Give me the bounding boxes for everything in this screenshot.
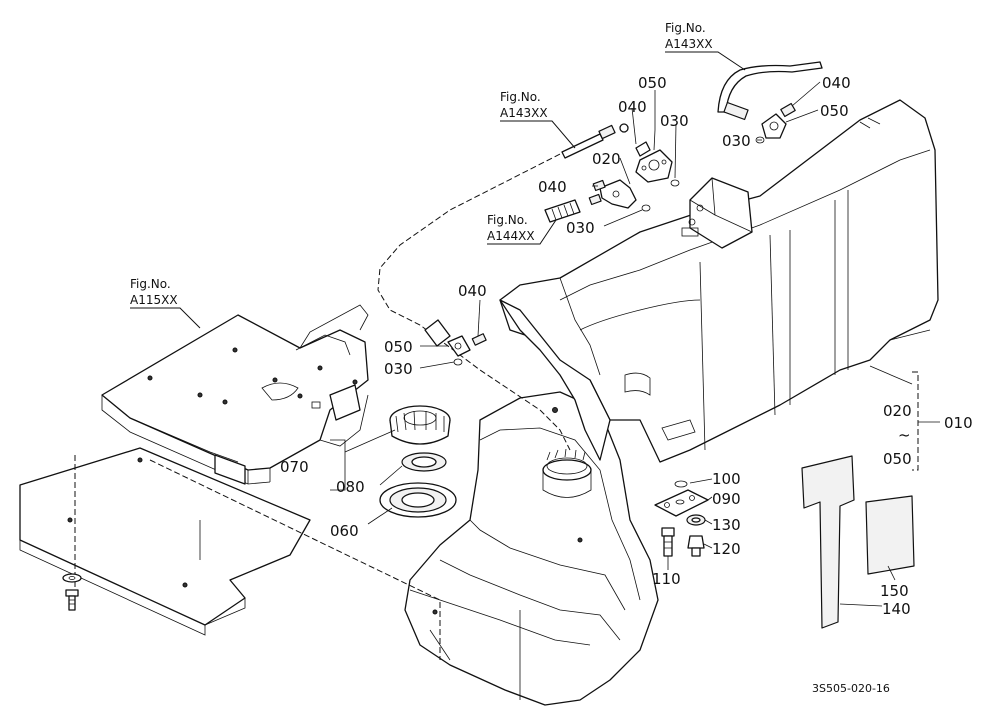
drain-plate: [654, 489, 709, 517]
callout-020: 020: [592, 150, 621, 168]
stud-110: [661, 527, 675, 557]
fig-ref-label: Fig.No.: [487, 213, 528, 227]
fuel-line-path: [377, 149, 571, 451]
callout-120: 120: [712, 540, 741, 558]
callout-100: 100: [712, 470, 741, 488]
washer-130: [686, 514, 706, 526]
lower-hose-fittings: [424, 319, 487, 366]
callout-080: 080: [336, 478, 365, 496]
callout-090: 090: [712, 490, 741, 508]
callout-050: 050: [638, 74, 667, 92]
fuel-cap: [389, 405, 451, 445]
mounting-bolt: [62, 573, 82, 611]
callout-140: 140: [882, 600, 911, 618]
group-parent-label: 010: [944, 414, 973, 432]
o-ring-100: [674, 480, 688, 488]
callout-130: 130: [712, 516, 741, 534]
callout-150: 150: [880, 582, 909, 600]
fig-ref-code: A143XX: [665, 37, 713, 51]
upper-hose-assembly: [544, 123, 680, 223]
mounting-bracket: [101, 304, 369, 485]
fig-ref-label: Fig.No.: [130, 277, 171, 291]
leader-lines: [130, 51, 940, 607]
callout-040: 040: [458, 282, 487, 300]
pad-150: [865, 495, 915, 575]
diesel-decal: [379, 482, 457, 518]
return-hose-assembly: [717, 61, 823, 144]
callout-050: 050: [820, 102, 849, 120]
callout-030: 030: [722, 132, 751, 150]
callout-060: 060: [330, 522, 359, 540]
drawing-code: 3S505-020-16: [812, 682, 890, 695]
group-from-label: 020: [883, 402, 912, 420]
fig-ref-label: Fig.No.: [500, 90, 541, 104]
callout-030: 030: [660, 112, 689, 130]
fig-ref-code: A143XX: [500, 106, 548, 120]
pad-140: [801, 455, 855, 629]
group-to-label: 050: [883, 450, 912, 468]
callout-040: 040: [538, 178, 567, 196]
callout-030: 030: [566, 219, 595, 237]
fig-ref-code: A115XX: [130, 293, 178, 307]
callout-110: 110: [652, 570, 681, 588]
cap-gasket: [401, 452, 447, 472]
fuel-tank: [404, 99, 939, 706]
fig-ref-code: A144XX: [487, 229, 535, 243]
fig-ref-label: Fig.No.: [665, 21, 706, 35]
callout-030: 030: [384, 360, 413, 378]
cover-plate: [19, 447, 311, 636]
callout-040: 040: [822, 74, 851, 92]
drain-bolt-120: [687, 535, 705, 557]
group-tilde: ~: [898, 426, 911, 444]
callout-040: 040: [618, 98, 647, 116]
callout-070: 070: [280, 458, 309, 476]
callout-050: 050: [384, 338, 413, 356]
